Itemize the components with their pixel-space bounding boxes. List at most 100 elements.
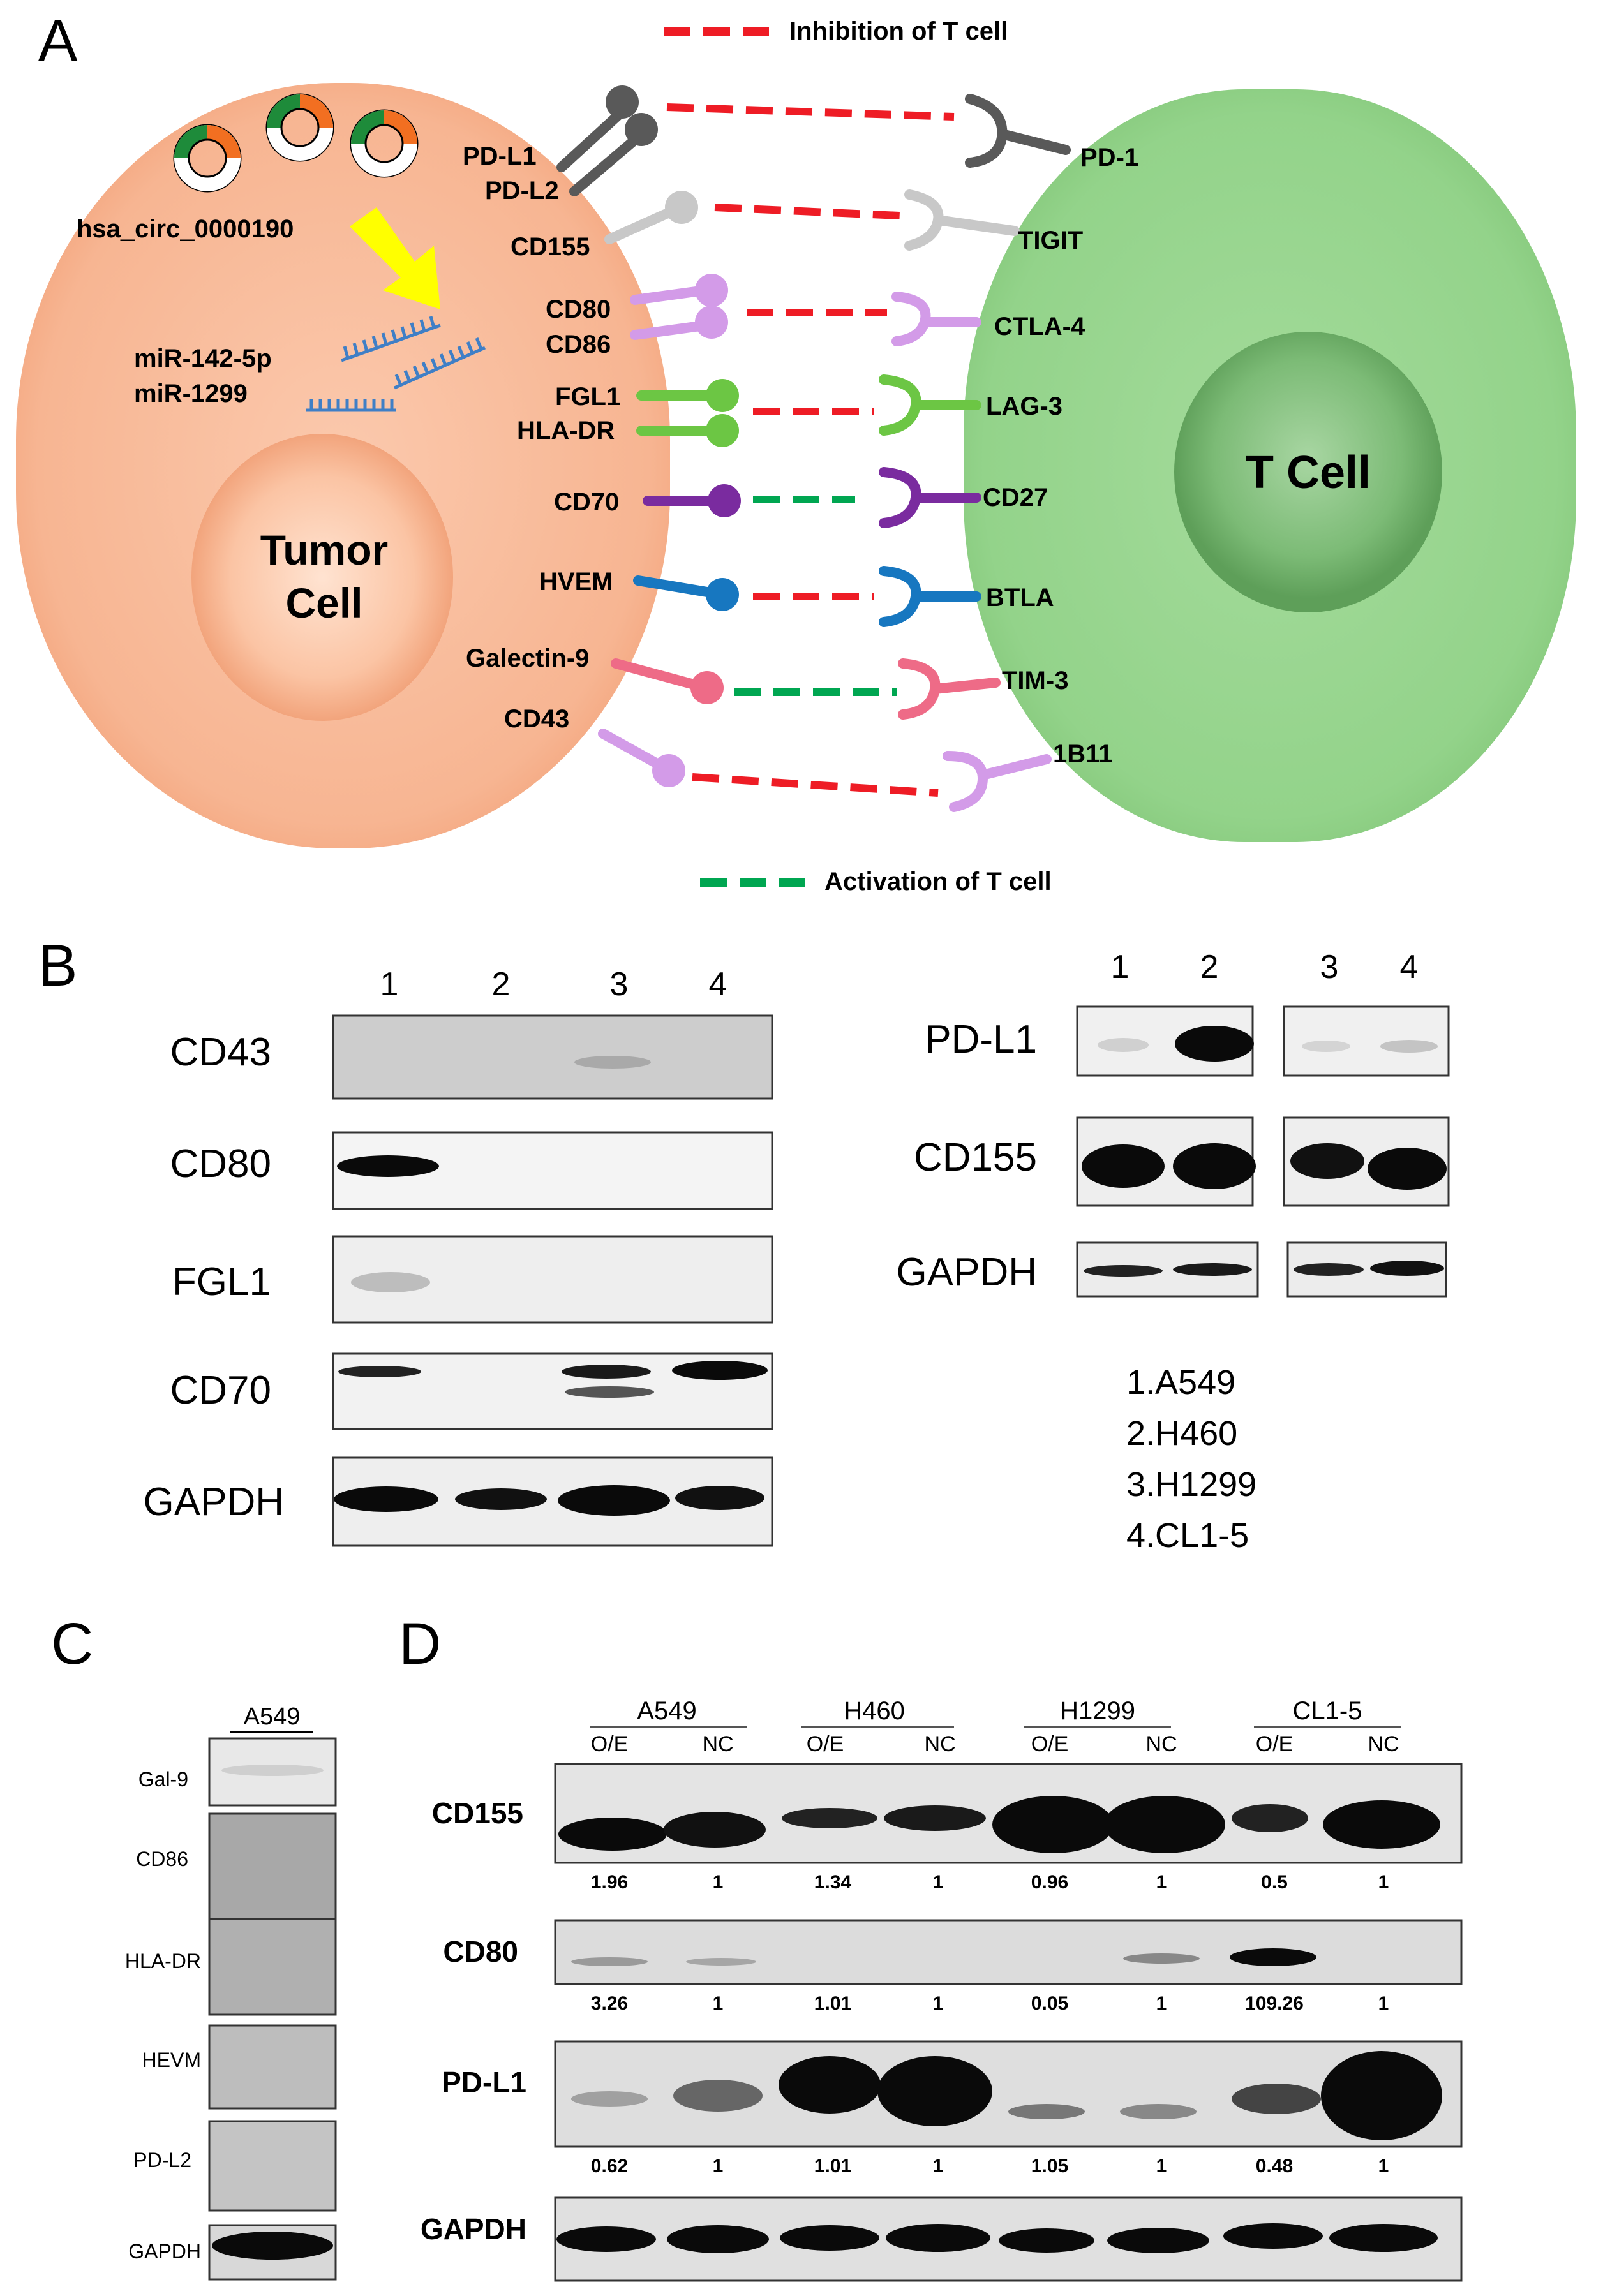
sub-header: O/E: [591, 1732, 629, 1756]
ligand-label-galectin-9: Galectin-9: [466, 644, 589, 672]
lane-number: 1: [1111, 949, 1130, 986]
quant-value: 1: [1156, 1993, 1167, 2014]
receptor-pd-1: [965, 94, 1071, 168]
ligand-hvem: [633, 575, 739, 611]
blot-gapdh-right: [1076, 1241, 1447, 1298]
group-header: CL1-5: [1293, 1697, 1362, 1725]
t-cell-label: T Cell: [1246, 447, 1371, 498]
quant-value: 1: [1378, 2156, 1389, 2177]
receptor-label-ctla-4: CTLA-4: [994, 313, 1085, 341]
blot-row-label: GAPDH: [144, 1480, 284, 1524]
ligand-label-hla-dr: HLA-DR: [517, 417, 615, 445]
ligand-cd80: [630, 274, 728, 307]
blot-row-label: HLA-DR: [125, 1950, 201, 1973]
blot-hla-dr: [208, 1918, 337, 2016]
blot-row-label: GAPDH: [421, 2212, 526, 2246]
panel-a: A Inhibition of T cell Activation of T c…: [16, 8, 1576, 896]
receptor-label-pd-1: PD-1: [1080, 144, 1138, 172]
blot-fgl1: [332, 1235, 773, 1324]
sub-header: NC: [1368, 1732, 1399, 1756]
ligand-label-cd80: CD80: [546, 295, 611, 323]
panel-c-header: A549: [244, 1703, 301, 1730]
ligand-label-cd43: CD43: [504, 705, 569, 733]
receptor-tigit: [904, 189, 1020, 251]
lane-number: 3: [610, 966, 629, 1003]
receptor-1b11: [943, 751, 1052, 812]
quant-value: 1.05: [1031, 2156, 1068, 2177]
group-header: H1299: [1060, 1697, 1135, 1725]
ligand-pd-l2: [569, 113, 658, 196]
group-header: A549: [637, 1697, 696, 1725]
blot-cd155: [1076, 1116, 1450, 1207]
sub-header: NC: [702, 1732, 733, 1756]
cell-line-key: 3.H1299: [1126, 1465, 1256, 1504]
circrna-icon: [265, 93, 334, 162]
blot-row-label: CD80: [443, 1935, 518, 1968]
blot-row-label: CD155: [914, 1136, 1037, 1180]
blot-row-label: CD155: [432, 1796, 523, 1830]
blot-row-label: FGL1: [172, 1260, 271, 1304]
quant-value: 1.96: [591, 1872, 628, 1893]
sub-header: O/E: [807, 1732, 844, 1756]
blot-gapdh: [332, 1456, 773, 1547]
receptor-ctla-4: [891, 292, 981, 346]
panel-b: B 1 2 3 4 CD43 CD80 FGL1 CD70 GAPDH: [38, 933, 1450, 1555]
ligand-label-hvem: HVEM: [539, 568, 613, 596]
mirna-label-1: miR-142-5p: [134, 344, 272, 373]
receptor-tim-3: [898, 658, 1001, 720]
panel-c-letter: C: [51, 1611, 93, 1677]
quant-value: 1.01: [814, 2156, 851, 2177]
blot-row-label: CD86: [136, 1848, 188, 1870]
panel-c: C A549 Gal-9 CD86 HLA-DR HEVM PD-L2 GAPD…: [51, 1611, 337, 2281]
receptor-label-cd27: CD27: [983, 484, 1048, 512]
blot-row-label: GAPDH: [128, 2240, 201, 2263]
ligand-label-cd155: CD155: [511, 233, 590, 261]
blot-gal-9: [208, 1737, 337, 1807]
panel-a-letter: A: [38, 8, 78, 73]
inhibition-line: [714, 204, 900, 219]
t-cell-nucleus: [1174, 332, 1442, 612]
ligand-label-pd-l1: PD-L1: [463, 142, 537, 170]
quant-value: 109.26: [1245, 1993, 1304, 2014]
ligand-cd43: [598, 729, 685, 787]
quant-value: 1: [1378, 1993, 1389, 2014]
ligand-label-fgl1: FGL1: [555, 383, 620, 411]
blot-gapdh-c: [208, 2224, 337, 2281]
blot-row-label: HEVM: [142, 2048, 201, 2071]
blot-row-label: PD-L1: [442, 2066, 526, 2099]
sub-header: NC: [924, 1732, 955, 1756]
tumor-nucleus: [191, 434, 453, 721]
quant-value: 0.96: [1031, 1872, 1068, 1893]
blot-row-label: Gal-9: [138, 1768, 188, 1791]
circrna-icon: [173, 124, 242, 193]
blot-row-label: CD70: [170, 1368, 271, 1412]
ligand-cd70: [643, 484, 741, 517]
quant-value: 1: [1156, 2156, 1167, 2177]
blot-d-gapdh: [554, 2196, 1463, 2282]
cell-line-key: 4.CL1-5: [1126, 1516, 1249, 1555]
cell-line-key: 2.H460: [1126, 1414, 1237, 1453]
ligand-label-cd70: CD70: [554, 488, 619, 516]
blot-cd43: [332, 1014, 773, 1100]
inhibition-line: [666, 103, 955, 121]
blot-row-label: GAPDH: [897, 1250, 1037, 1294]
receptor-label-1b11: 1B11: [1053, 740, 1112, 768]
sponge-arrow-icon: [350, 207, 440, 309]
quant-value: 1: [933, 2156, 944, 2177]
group-header: H460: [844, 1697, 905, 1725]
blot-hevm: [208, 2024, 337, 2110]
ligand-galectin-9: [611, 658, 724, 704]
quant-value: 1: [933, 1872, 944, 1893]
panel-b-letter: B: [38, 933, 77, 998]
tumor-label-line2: Cell: [285, 579, 362, 626]
ligand-hla-dr: [636, 414, 739, 447]
sub-header: NC: [1145, 1732, 1177, 1756]
quant-value: 0.05: [1031, 1993, 1068, 2014]
lane-number: 3: [1320, 949, 1339, 986]
sub-header: O/E: [1256, 1732, 1294, 1756]
circrna-icon: [350, 109, 419, 178]
quant-value: 1.01: [814, 1993, 851, 2014]
quant-value: 1: [713, 1993, 724, 2014]
receptor-lag-3: [879, 374, 981, 436]
